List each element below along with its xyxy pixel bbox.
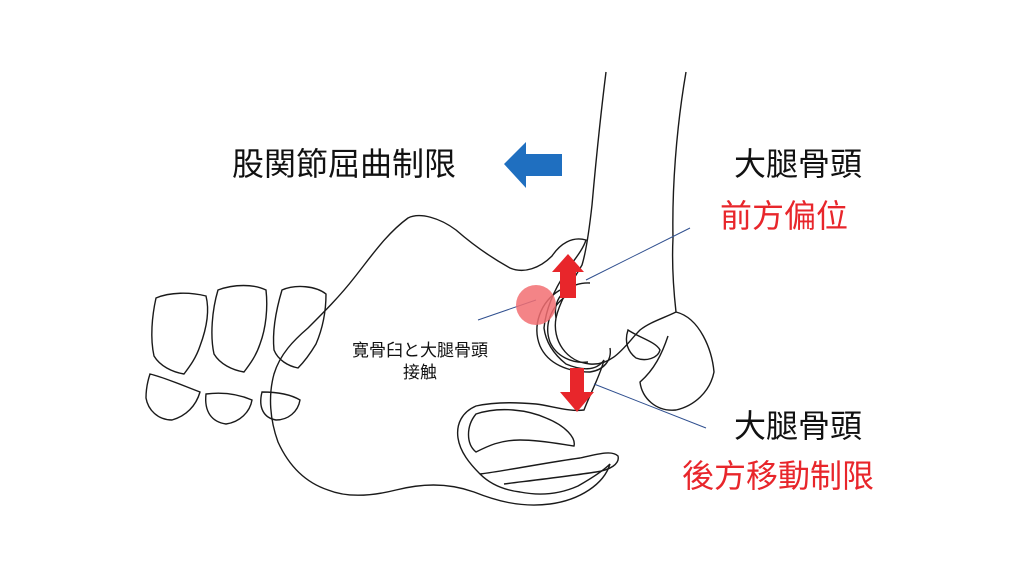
contact-label-line2: 接触 (403, 363, 437, 384)
pelvis-outline (269, 214, 611, 506)
anterior-displacement-label: 前方偏位 (720, 197, 849, 235)
contact-label-line1: 寛骨臼と大腿骨頭 (352, 341, 488, 361)
up-arrow-icon (552, 254, 584, 298)
femoral-head-label-top: 大腿骨頭 (734, 145, 863, 183)
posterior-movement-limit-label: 後方移動制限 (682, 457, 875, 495)
trochanter-outline (639, 311, 715, 411)
contact-label: 寛骨臼と大腿骨頭 接触 (340, 340, 500, 384)
femoral-head-label-bottom: 大腿骨頭 (734, 407, 863, 445)
femur-outline (554, 71, 687, 365)
contact-circle-icon (516, 285, 556, 325)
leader-lines (477, 227, 707, 429)
left-arrow-icon (504, 142, 562, 188)
down-arrow-icon (560, 368, 594, 412)
hip-flexion-limit-label: 股関節屈曲制限 (232, 145, 457, 183)
ischium-outline (479, 452, 619, 485)
obturator-outline (467, 409, 575, 453)
vertebrae-outline (145, 284, 327, 425)
lesser-trochanter-outline (625, 328, 661, 361)
